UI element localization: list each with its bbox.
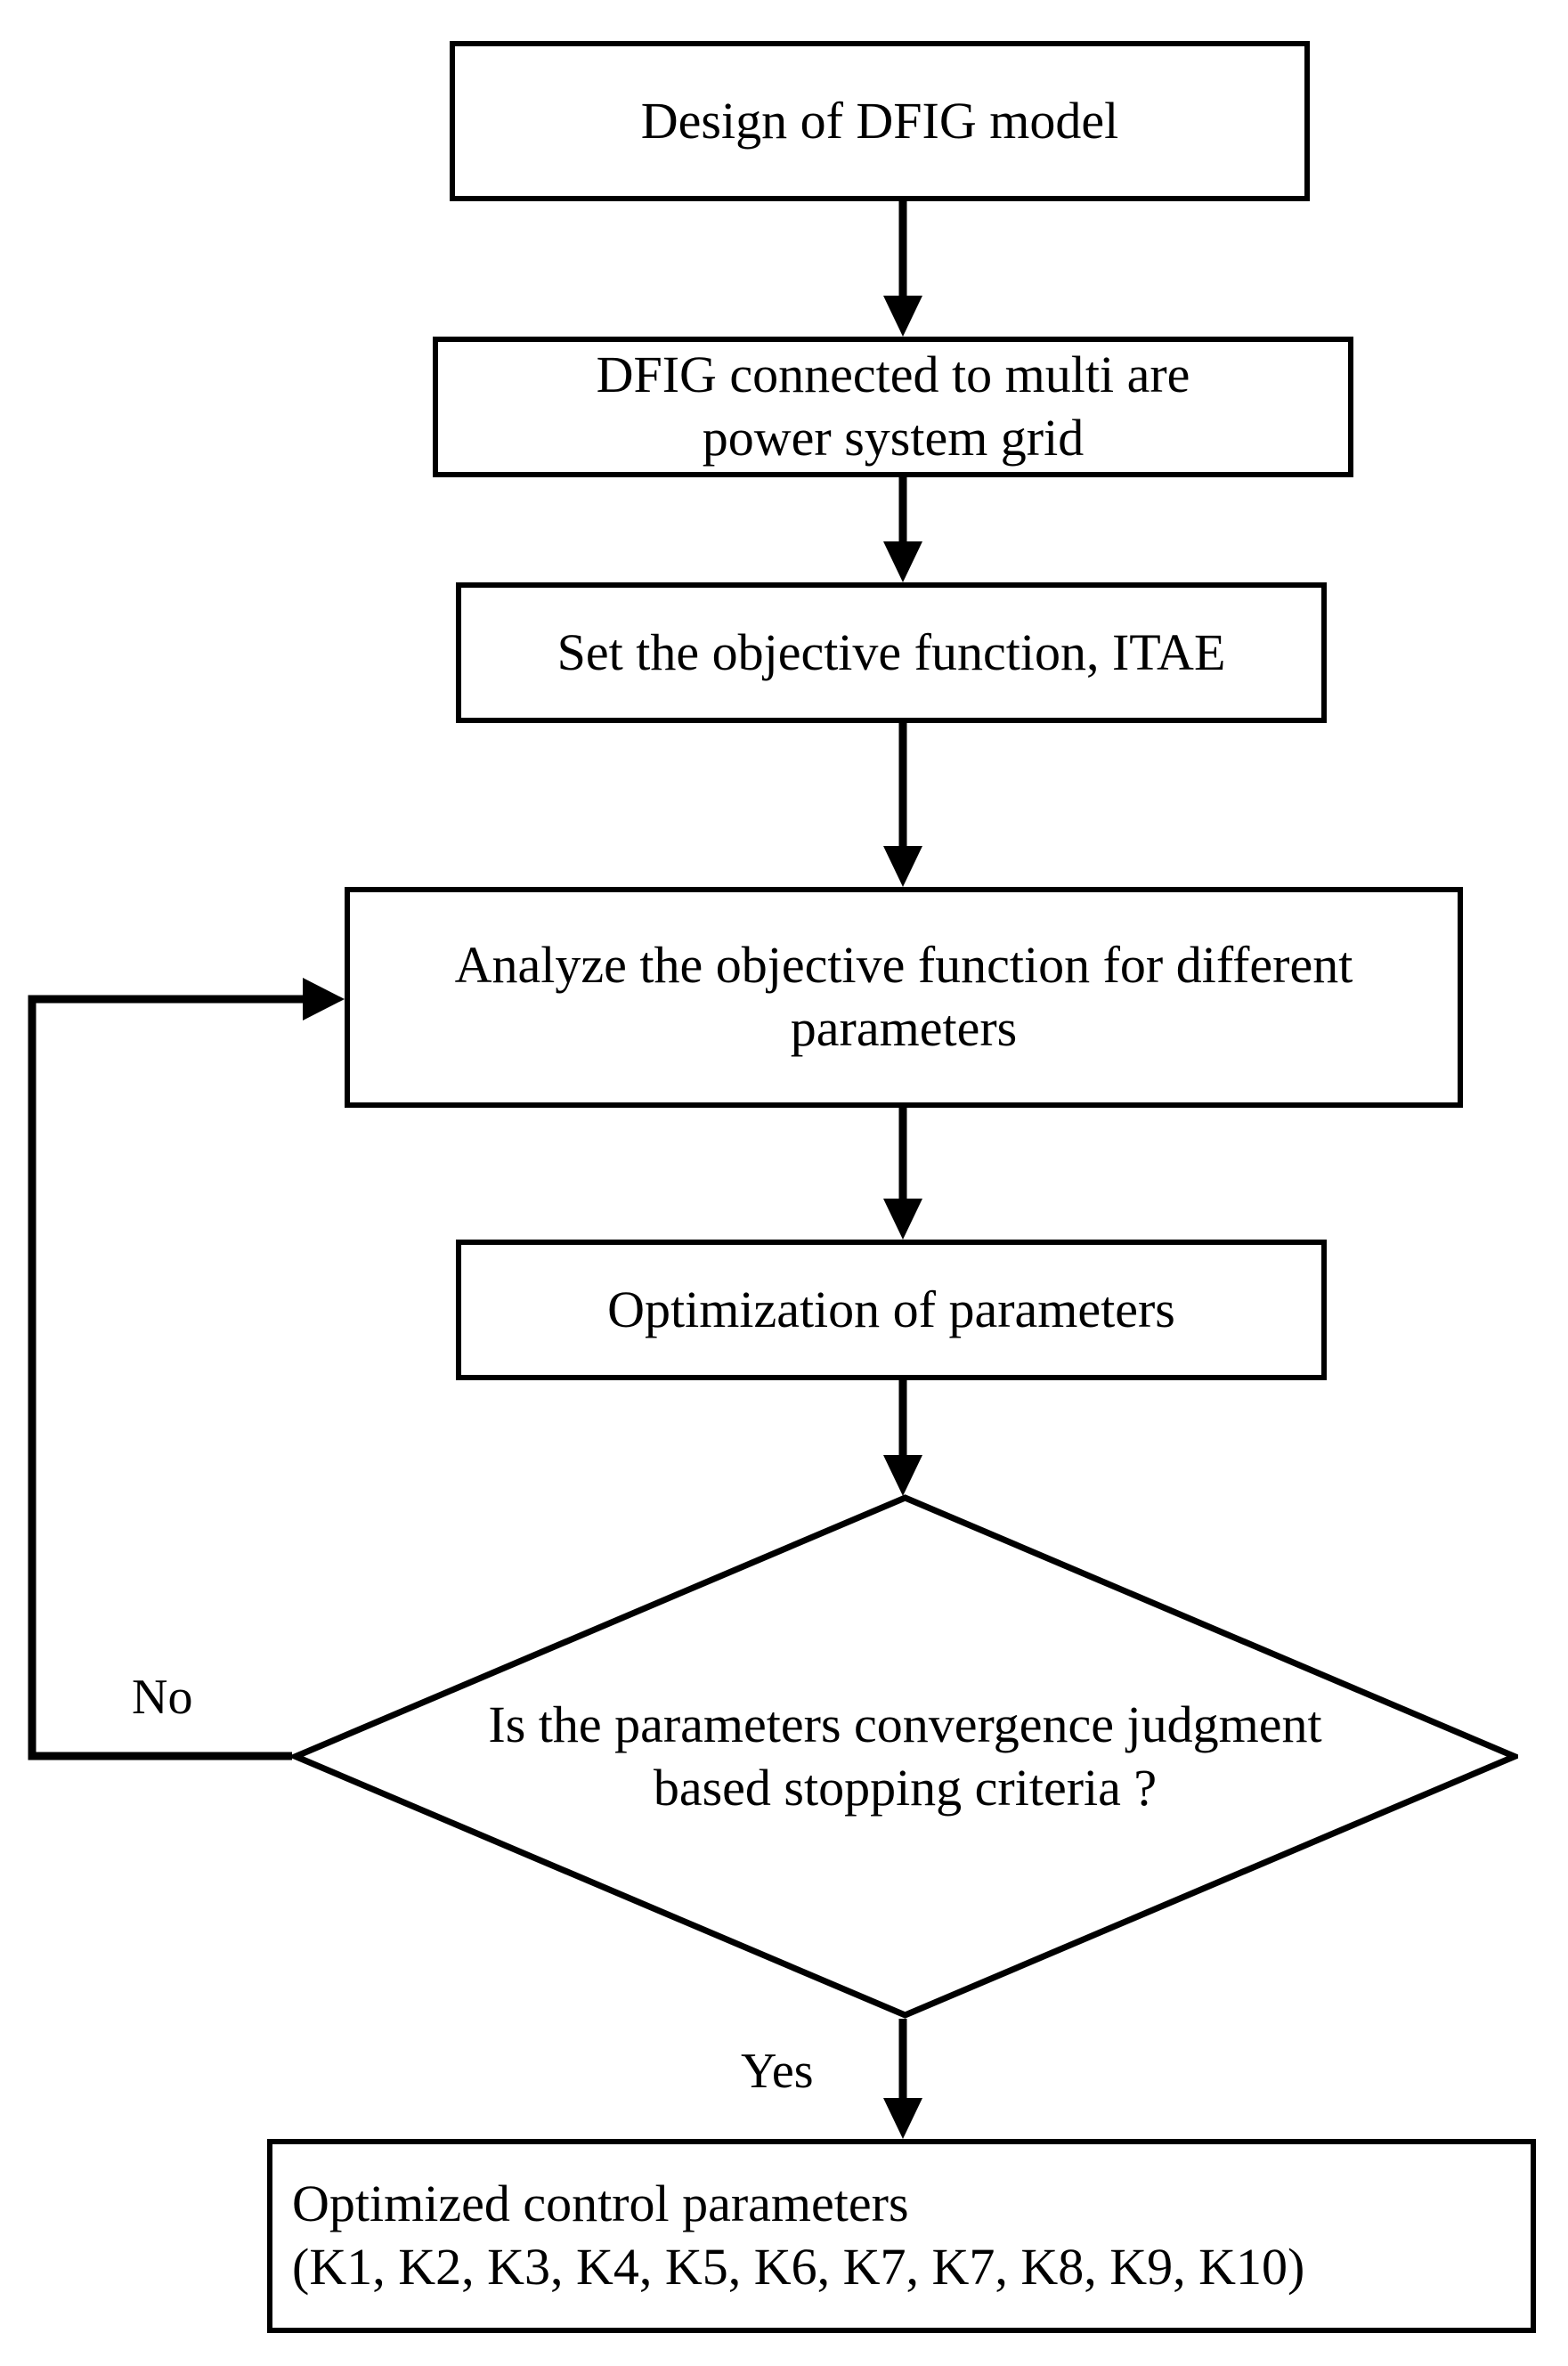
node-optimization-of-parameters: Optimization of parameters: [456, 1240, 1327, 1380]
node-objective-label: Set the objective function, ITAE: [557, 622, 1226, 681]
node-connect-label: DFIG connected to multi are power system…: [596, 346, 1190, 467]
node-set-objective-function: Set the objective function, ITAE: [456, 582, 1327, 723]
diamond-shape: [292, 1494, 1518, 2019]
edge-objective-to-analyze: [883, 723, 922, 887]
node-result-label: Optimized control parameters (K1, K2, K3…: [292, 2175, 1305, 2296]
node-optimization-label: Optimization of parameters: [607, 1280, 1175, 1338]
node-convergence-decision: Is the parameters convergence judgment b…: [292, 1494, 1518, 2019]
edge-label-yes: Yes: [741, 2044, 814, 2099]
node-design-of-dfig-model: Design of DFIG model: [450, 41, 1310, 201]
edge-design-to-connect: [883, 201, 922, 337]
node-analyze-label: Analyze the objective function for diffe…: [454, 936, 1353, 1057]
edge-optimization-to-decision: [883, 1380, 922, 1496]
node-analyze-objective-function: Analyze the objective function for diffe…: [345, 887, 1463, 1108]
edge-decision-yes-to-result: [883, 2019, 922, 2139]
node-optimized-control-parameters: Optimized control parameters (K1, K2, K3…: [267, 2139, 1536, 2333]
node-decision-label: Is the parameters convergence judgment b…: [488, 1695, 1322, 1817]
node-dfig-connected-to-grid: DFIG connected to multi are power system…: [433, 337, 1353, 477]
edge-connect-to-objective: [883, 477, 922, 582]
edge-label-no: No: [132, 1670, 193, 1725]
node-design-label: Design of DFIG model: [640, 91, 1119, 150]
edge-analyze-to-optimization: [883, 1108, 922, 1240]
